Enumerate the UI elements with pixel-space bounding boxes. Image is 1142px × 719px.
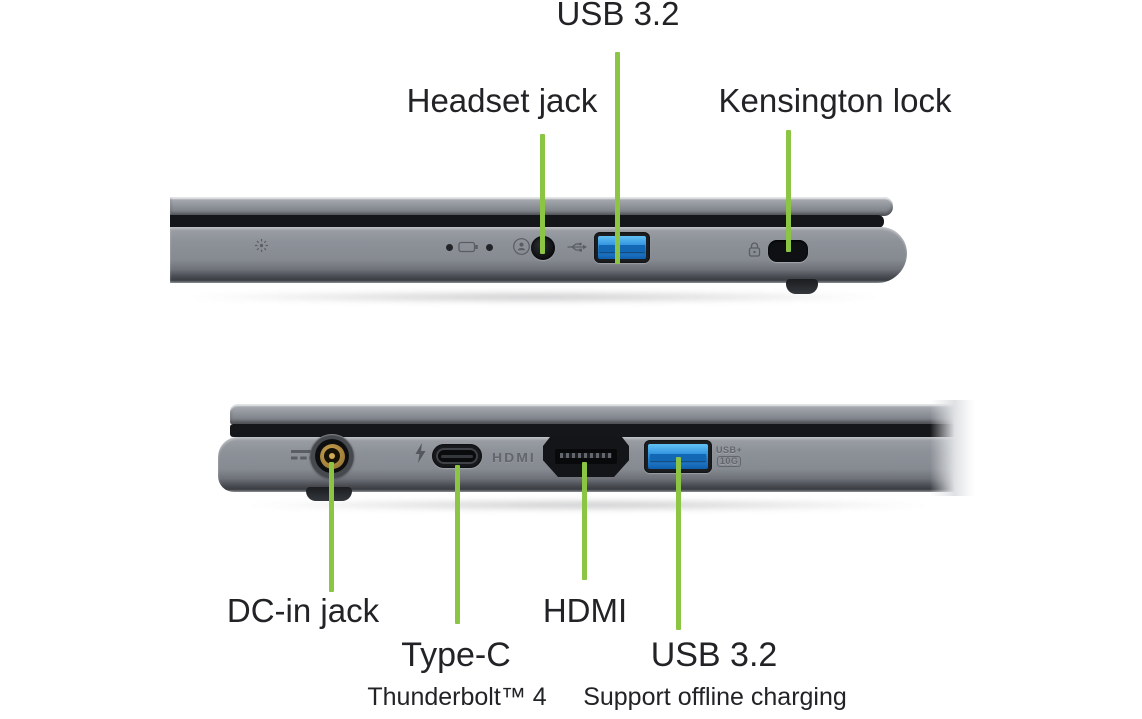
laptop-right-side-view [170, 193, 907, 303]
dc-jack-pin [329, 453, 335, 459]
headset-icon [512, 237, 531, 261]
usb-c-port [432, 444, 482, 468]
laptop-hinge-gap [230, 424, 975, 437]
power-led [446, 244, 453, 251]
usb-a-port-top [594, 232, 650, 263]
laptop-base: HDMI USB+ 10G [218, 434, 975, 492]
callout-line-kensington [786, 130, 791, 252]
usb-10g-mark: USB+ 10G [716, 446, 742, 467]
usb-c-tongue [441, 455, 473, 458]
label-kensington-lock: Kensington lock [718, 82, 952, 119]
callout-line-usb-bottom [676, 457, 681, 630]
label-offline-charging: Support offline charging [583, 683, 847, 711]
shadow [238, 499, 938, 511]
callout-line-typec [455, 465, 460, 624]
label-hdmi: HDMI [542, 592, 628, 629]
kensington-lock-icon [747, 241, 762, 263]
callout-line-hdmi [582, 462, 587, 580]
callout-line-headset [540, 134, 545, 254]
hdmi-pins [560, 453, 612, 458]
callout-line-usb-top [615, 52, 620, 264]
callout-line-dc [329, 462, 334, 592]
power-indicator-icon [254, 238, 269, 258]
usb-a-tongue [599, 245, 645, 253]
label-usb32-bottom: USB 3.2 [650, 636, 778, 674]
laptop-left-side-view: HDMI USB+ 10G [218, 400, 975, 512]
battery-led [486, 244, 493, 251]
dc-jack-barrel [324, 448, 340, 464]
label-dc-in-jack: DC-in jack [226, 592, 380, 629]
rubber-foot [786, 279, 818, 294]
usb-10g-line1: USB+ [716, 445, 743, 455]
label-usb32-top: USB 3.2 [556, 0, 680, 32]
laptop-lid [170, 197, 893, 216]
hdmi-logo-mark: HDMI [492, 449, 536, 465]
thunderbolt-icon [414, 443, 427, 468]
shadow [180, 291, 890, 303]
label-headset-jack: Headset jack [406, 82, 598, 119]
usb-trident-icon [566, 240, 588, 259]
label-thunderbolt4: Thunderbolt™ 4 [367, 683, 547, 711]
laptop-base [170, 227, 907, 283]
label-typec: Type-C [401, 636, 511, 674]
laptop-lid [230, 404, 975, 424]
laptop-hinge-gap [170, 215, 884, 228]
battery-indicator-icon [458, 240, 479, 258]
photo-fade-edge [930, 400, 975, 496]
usb-10g-line2: 10G [716, 456, 742, 467]
